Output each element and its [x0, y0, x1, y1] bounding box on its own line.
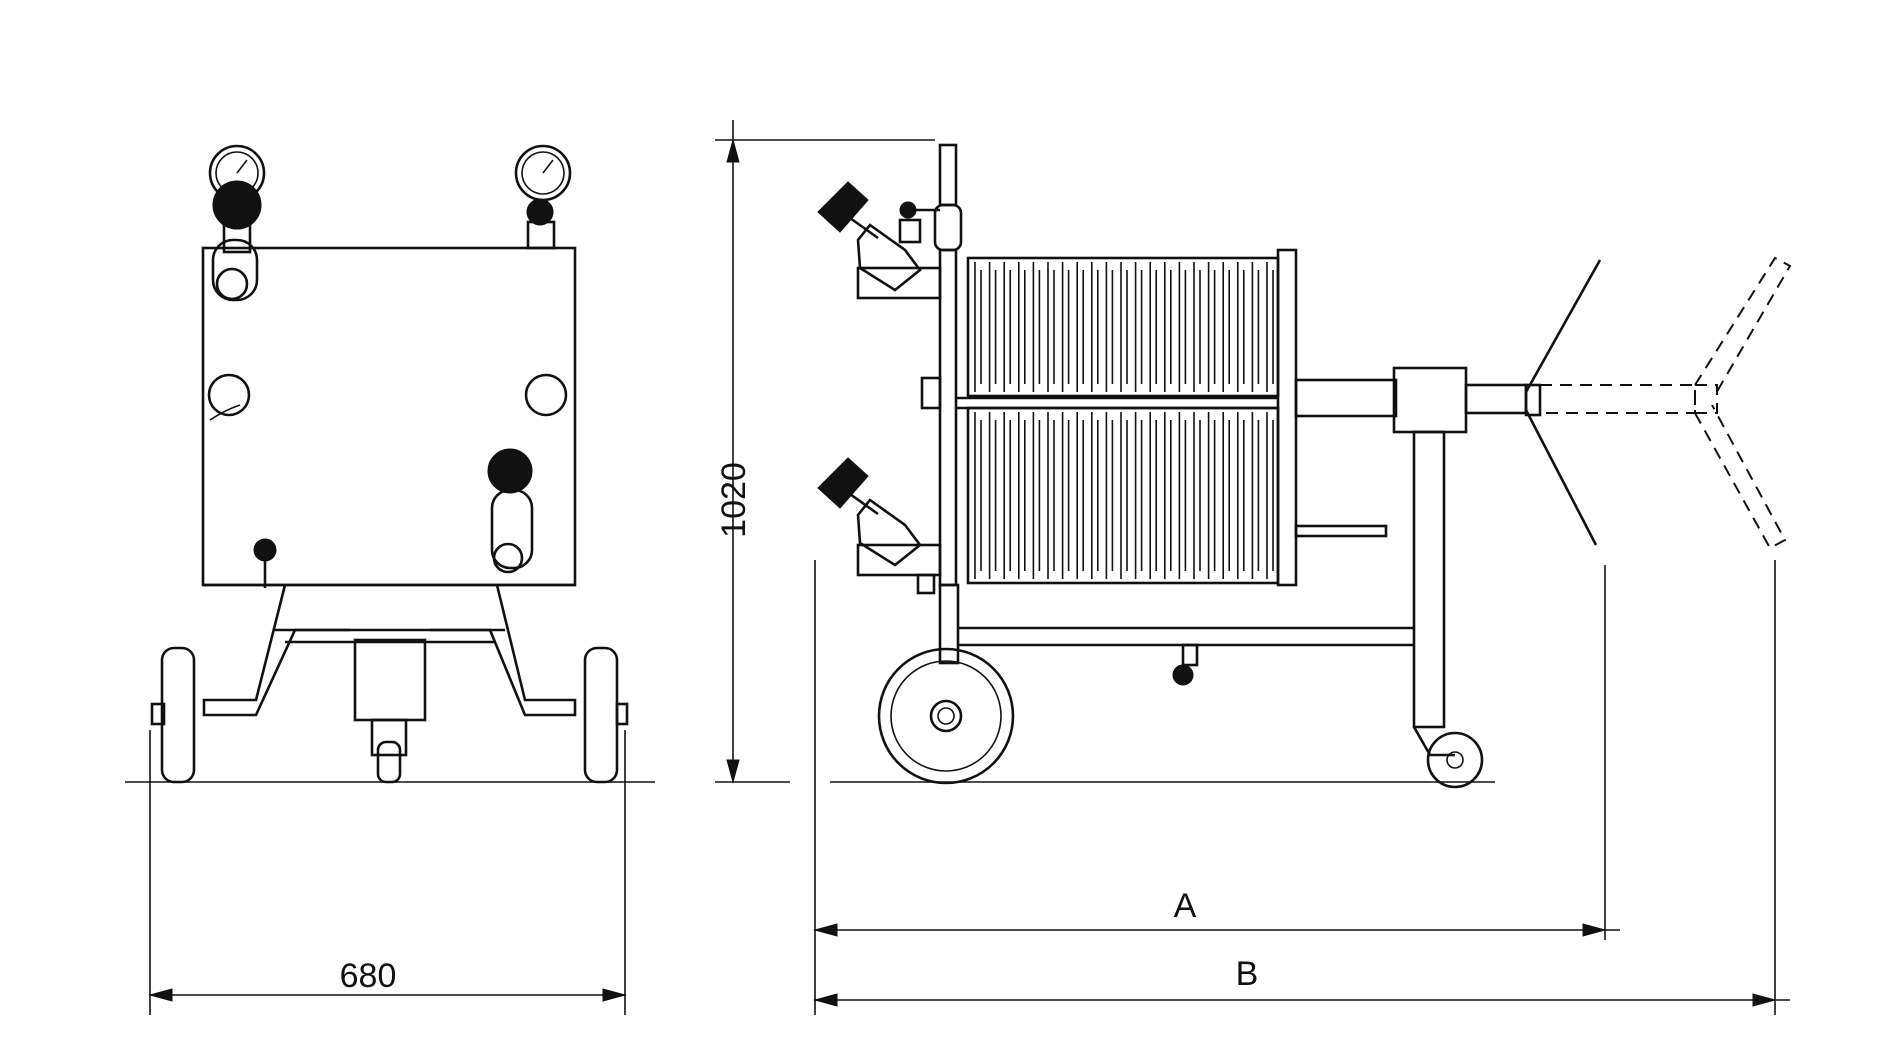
- front-opening-right: [524, 373, 568, 417]
- side-large-wheel-icon: [877, 647, 1015, 785]
- front-gauge-right-icon: [514, 144, 572, 250]
- side-handle-dashed-icon: [1539, 256, 1792, 550]
- side-filter-plates-upper: [966, 256, 1280, 398]
- dimension-label-680: 680: [340, 957, 397, 995]
- side-drain-valve-icon: [1172, 643, 1199, 686]
- side-gauge-icon: [898, 143, 963, 252]
- side-handle-solid-icon: [1524, 259, 1602, 546]
- front-valve-right-icon: [487, 448, 534, 574]
- front-port-upper-left: [211, 238, 259, 302]
- front-wheel-right-icon: [583, 646, 629, 784]
- side-chassis: [938, 430, 1446, 729]
- front-gauge-left-icon: [208, 144, 266, 254]
- side-spindle: [1294, 366, 1528, 538]
- front-chassis-left-leg: [202, 584, 350, 717]
- side-caster-icon: [1412, 726, 1484, 789]
- dimension-label-b: B: [1236, 955, 1259, 993]
- dimension-length-a: [813, 560, 1620, 1015]
- dimension-length-b: [813, 560, 1790, 1015]
- side-lower-valve-icon: [817, 457, 942, 595]
- front-body: [201, 246, 577, 587]
- front-center-caster-icon: [353, 638, 427, 784]
- side-upper-valve-icon: [817, 181, 942, 300]
- side-end-plate: [1276, 248, 1298, 587]
- front-opening-left: [207, 373, 251, 417]
- front-drain-valve-icon: [253, 538, 277, 588]
- front-wheel-left-icon: [150, 646, 196, 784]
- side-filter-plates-lower: [966, 406, 1280, 585]
- front-chassis-right-leg: [430, 584, 577, 717]
- dimension-front-width: [148, 730, 627, 1015]
- side-head-plate: [938, 248, 958, 587]
- side-view: 1020: [715, 120, 1792, 1015]
- front-view: 680: [125, 144, 655, 1015]
- dimension-label-1020: 1020: [715, 462, 753, 538]
- dimension-side-height: [715, 120, 935, 784]
- dimension-label-a: A: [1174, 887, 1197, 925]
